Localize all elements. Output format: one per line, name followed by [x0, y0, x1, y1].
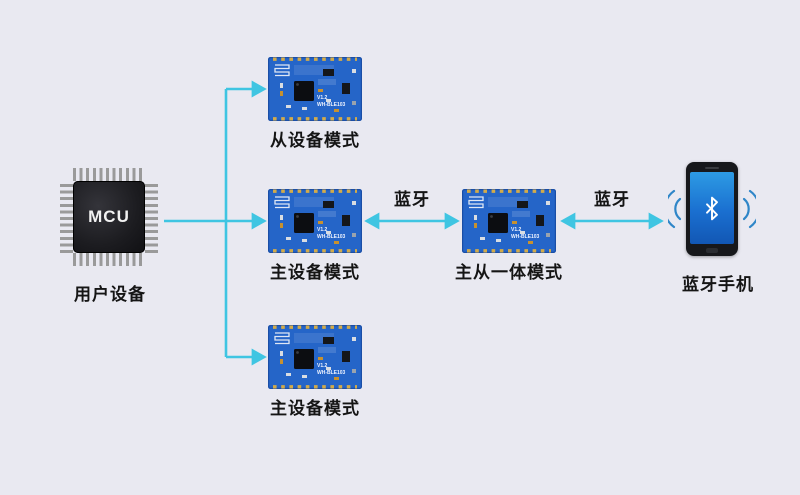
mcu-chip-body: MCU [73, 181, 145, 253]
phone-body [686, 162, 738, 256]
phone-node [668, 162, 756, 256]
combo-module-caption: 主从一体模式 [455, 263, 563, 282]
bt-module-master1: V1.2 WH-BLE103 [268, 189, 362, 253]
mcu-pins-top [73, 168, 145, 181]
bt-module-slave: V1.2 WH-BLE103 [268, 57, 362, 121]
bt-module-master2: V1.2 WH-BLE103 [268, 325, 362, 389]
phone-caption: 蓝牙手机 [682, 275, 754, 294]
pcb-board-icon [268, 189, 362, 253]
mcu-chip-label: MCU [88, 207, 130, 226]
mcu-node: MCU [60, 168, 160, 266]
bt-link-right-label: 蓝牙 [594, 190, 630, 209]
pcb-board-icon [462, 189, 556, 253]
signal-waves-right-icon [742, 189, 756, 229]
signal-waves-left-icon [668, 189, 682, 229]
mcu-pins-left [60, 181, 73, 253]
bt-link-left-label: 蓝牙 [394, 190, 430, 209]
pcb-board-icon [268, 57, 362, 121]
bluetooth-icon [706, 196, 718, 220]
master1-module-caption: 主设备模式 [270, 263, 360, 282]
pcb-board-icon [268, 325, 362, 389]
mcu-pins-bottom [73, 253, 145, 266]
phone-screen [690, 172, 734, 244]
master2-module-caption: 主设备模式 [270, 399, 360, 418]
slave-module-caption: 从设备模式 [270, 131, 360, 150]
mcu-caption: 用户设备 [74, 285, 146, 304]
bt-module-combo: V1.2 WH-BLE103 [462, 189, 556, 253]
mcu-chip: MCU [60, 168, 158, 266]
mcu-pins-right [145, 181, 158, 253]
